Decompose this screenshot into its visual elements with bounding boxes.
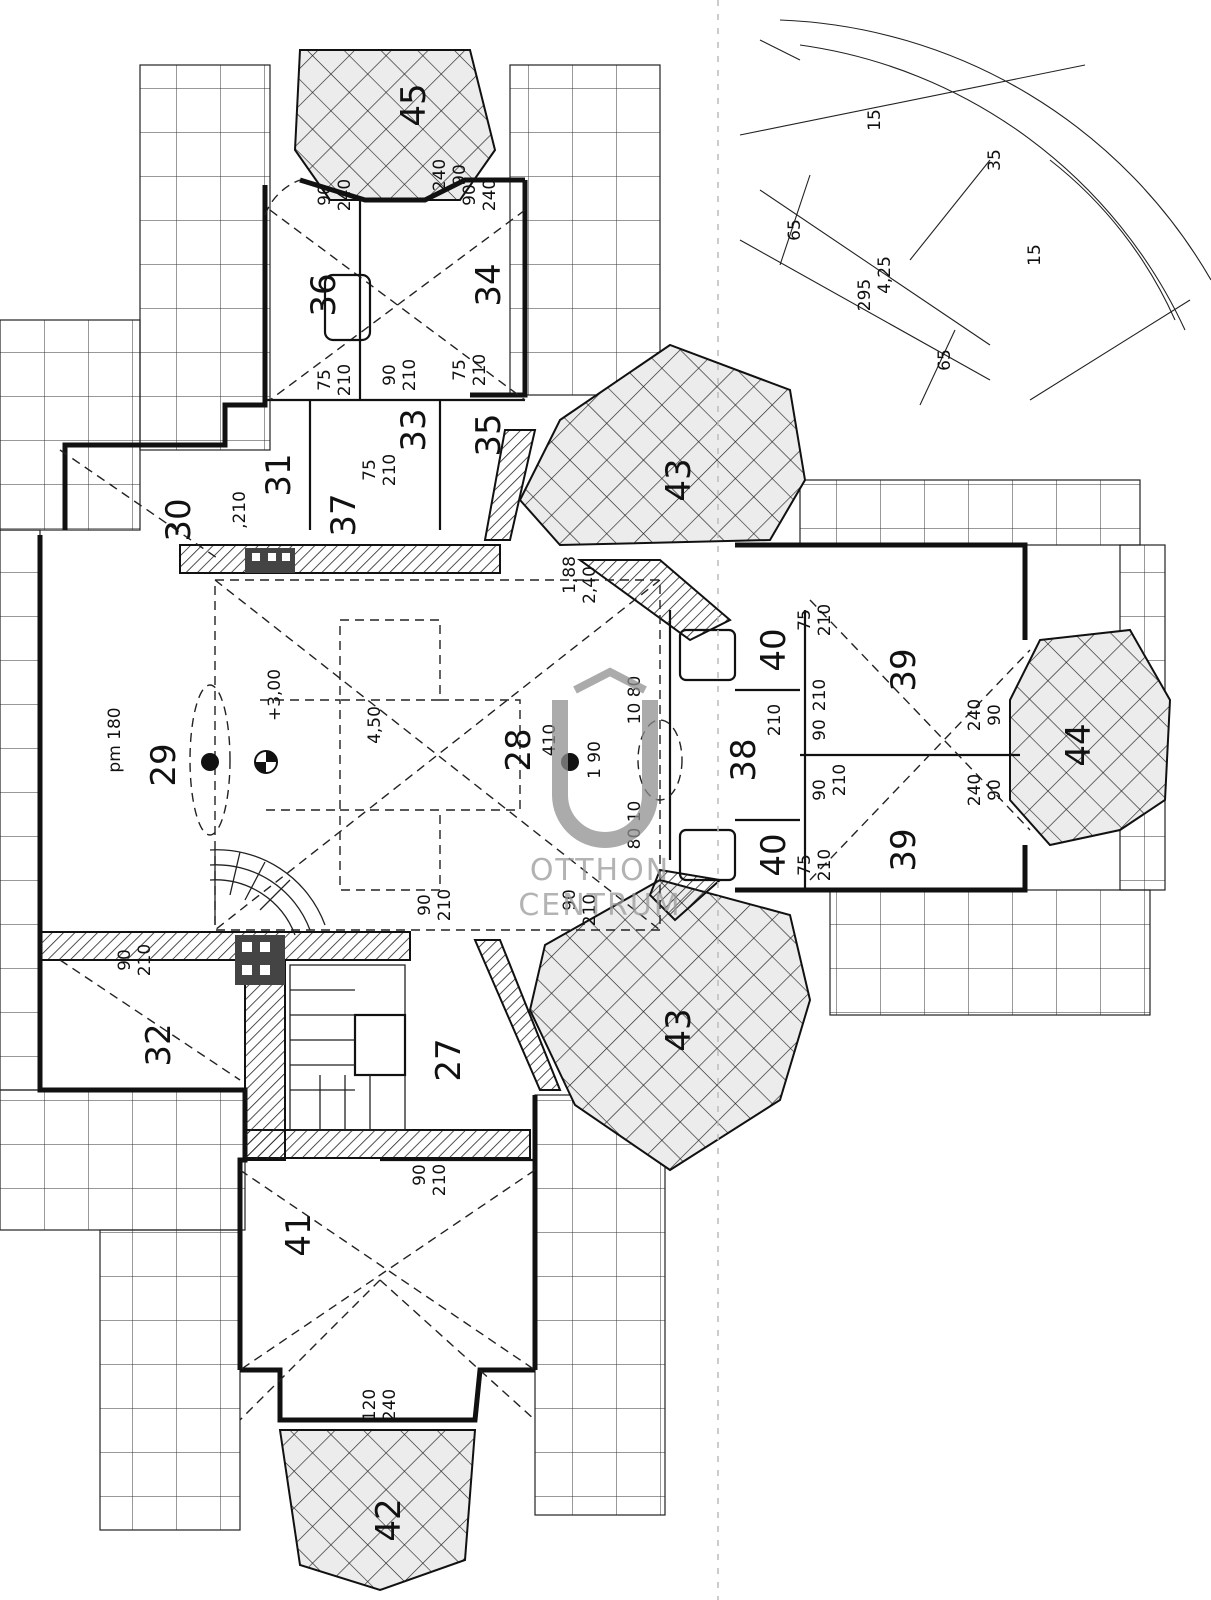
room-38: 38 xyxy=(724,738,764,781)
dim-240e: 240 xyxy=(965,699,985,731)
room-39-bottom: 39 xyxy=(884,828,924,871)
dim-90m: 90 xyxy=(450,164,470,186)
arc-dim-15a: 15 xyxy=(865,109,885,131)
dim-210m: 210 xyxy=(810,679,830,711)
staircases xyxy=(209,849,407,1131)
room-45: 45 xyxy=(394,83,434,126)
dim-240a: 2,40 xyxy=(580,566,600,604)
door-swings xyxy=(189,179,683,836)
dim-240g: 240 xyxy=(430,159,450,191)
dim-210f: 210 xyxy=(400,359,420,391)
dim-210n: 210 xyxy=(830,764,850,796)
hatched-walls xyxy=(39,429,732,1161)
room-34: 34 xyxy=(469,263,509,306)
dim-90d: 90 xyxy=(560,889,580,911)
room-32: 32 xyxy=(139,1023,179,1066)
roof-tiles xyxy=(0,64,1166,1531)
dim-75d: 75 xyxy=(795,609,815,631)
dim-120: 120 xyxy=(360,1389,380,1421)
room-35: 35 xyxy=(469,413,509,456)
dim-90g: 90 xyxy=(315,184,335,206)
dim-90h: 90 xyxy=(460,184,480,206)
dim-75c: 75 xyxy=(360,459,380,481)
room-33: 33 xyxy=(394,408,434,451)
arc-dim-35: 35 xyxy=(985,149,1005,171)
dim-240c: 240 xyxy=(335,179,355,211)
dim-300: +3,00 xyxy=(265,669,285,721)
dim-90b: 90 xyxy=(415,894,435,916)
room-31: 31 xyxy=(259,453,299,496)
dim-90l: 90 xyxy=(810,779,830,801)
dimension-arcs xyxy=(739,19,1211,406)
dim-188: 1,88 xyxy=(560,556,580,594)
dashed-guides xyxy=(59,209,1031,1421)
watermark-line2: CENTRUM xyxy=(518,888,681,923)
bay-windows xyxy=(278,49,1172,1592)
arc-dim-65b: 65 xyxy=(935,349,955,371)
dim-90e: 90 xyxy=(380,364,400,386)
dim-90a: 90 xyxy=(115,949,135,971)
dim-240b: 240 xyxy=(380,1389,400,1421)
room-labels: 29 28 27 32 41 42 43 43 44 45 34 35 36 3… xyxy=(139,83,1099,1541)
room-41: 41 xyxy=(279,1213,319,1256)
dim-190: 1 90 xyxy=(585,741,605,779)
columns xyxy=(235,548,295,985)
dim-210a: 210 xyxy=(135,944,155,976)
dim-90j: 90 xyxy=(985,779,1005,801)
room-29: 29 xyxy=(144,743,184,786)
room-43-top: 43 xyxy=(659,458,699,501)
arc-dim-425: 4,25 xyxy=(875,256,895,294)
room-28: 28 xyxy=(499,728,539,771)
room-37: 37 xyxy=(324,493,364,536)
dim-210e: 210 xyxy=(335,364,355,396)
dim-75b: 75 xyxy=(450,359,470,381)
pm-label: pm 180 xyxy=(105,707,125,772)
dim-210i: ,210 xyxy=(230,491,250,529)
room-27: 27 xyxy=(429,1038,469,1081)
room-36: 36 xyxy=(304,273,344,316)
dim-210j: 210 xyxy=(815,604,835,636)
room-43-bottom: 43 xyxy=(659,1008,699,1051)
dim-75a: 75 xyxy=(315,369,335,391)
room-44: 44 xyxy=(1059,723,1099,766)
arc-dim-295: 295 xyxy=(855,279,875,311)
room-42: 42 xyxy=(369,1498,409,1541)
dim-75e: 75 xyxy=(795,854,815,876)
room-40-bottom: 40 xyxy=(754,833,794,876)
otthon-centrum-watermark: OTTHON CENTRUM xyxy=(518,667,681,923)
dim-210b: 210 xyxy=(435,889,455,921)
dim-210l: 210 xyxy=(765,704,785,736)
dim-90k: 90 xyxy=(810,719,830,741)
dim-210g: 210 xyxy=(470,354,490,386)
arc-dim-15b: 15 xyxy=(1025,244,1045,266)
dim-90c: 90 xyxy=(410,1164,430,1186)
dim-450: 4,50 xyxy=(365,706,385,744)
dim-240d: 240 xyxy=(480,179,500,211)
watermark-line1: OTTHON xyxy=(530,853,670,888)
room-40-top: 40 xyxy=(754,628,794,671)
dim-210c: 210 xyxy=(430,1164,450,1196)
dim-240f: 240 xyxy=(965,774,985,806)
arc-dimensions: 15 35 15 65 4,25 295 65 xyxy=(785,109,1045,371)
dim-210d: 210 xyxy=(580,894,600,926)
dim-210h: 210 xyxy=(380,454,400,486)
arc-dim-65a: 65 xyxy=(785,219,805,241)
room-30: 30 xyxy=(159,498,199,541)
annotations: pm 180 4,50 +3,00 410 10 80 1 90 80 10 1… xyxy=(105,159,1005,1421)
room-39-top: 39 xyxy=(884,648,924,691)
dim-90i: 90 xyxy=(985,704,1005,726)
dim-210k: 210 xyxy=(815,849,835,881)
